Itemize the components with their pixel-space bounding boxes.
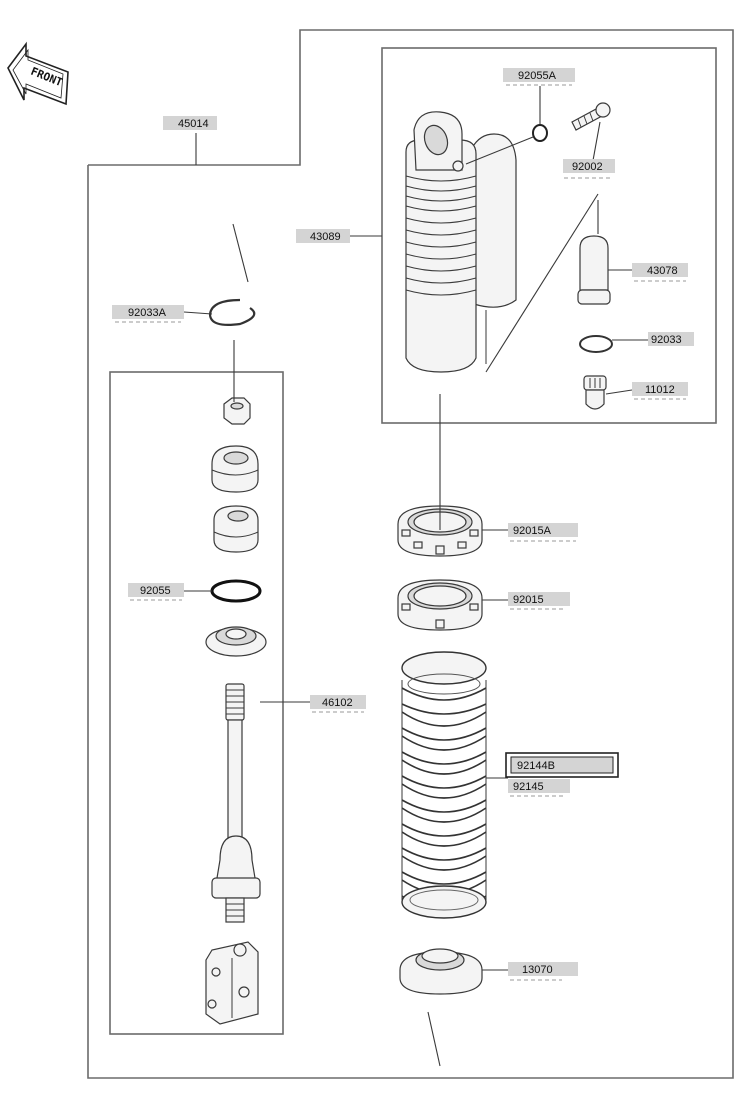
lock-nut-92015	[397, 579, 483, 631]
outer-frame	[87, 29, 734, 1079]
clevis-part	[205, 941, 259, 1025]
svg-text:92002: 92002	[572, 161, 603, 173]
leader-lines	[183, 86, 648, 1067]
svg-text:92033A: 92033A	[128, 307, 167, 319]
svg-text:92055A: 92055A	[518, 70, 557, 82]
label-43089[interactable]: 43089	[296, 229, 350, 243]
svg-text:92055: 92055	[140, 585, 171, 597]
svg-text:92015: 92015	[513, 594, 544, 606]
label-92015[interactable]: 92015	[508, 592, 570, 610]
piston-rod-part	[211, 683, 261, 923]
valve-11012	[583, 375, 607, 410]
svg-text:11012: 11012	[645, 384, 675, 396]
svg-text:92015A: 92015A	[513, 525, 552, 537]
snap-ring-92033	[579, 335, 613, 353]
cap-43078	[577, 235, 611, 305]
coil-spring-part	[401, 651, 487, 919]
label-92055a[interactable]: 92055A	[503, 68, 575, 86]
svg-text:46102: 46102	[322, 697, 353, 709]
svg-text:43078: 43078	[647, 265, 678, 277]
svg-text:92033: 92033	[651, 334, 682, 346]
bushing-lower-part	[213, 505, 259, 553]
label-13070[interactable]: 13070	[508, 962, 578, 981]
svg-text:13070: 13070	[522, 964, 553, 976]
label-92033[interactable]: 92033	[648, 332, 694, 346]
label-46102[interactable]: 46102	[310, 695, 366, 713]
spring-seat-part	[399, 948, 483, 995]
rod-assembly-frame	[109, 371, 284, 1035]
svg-text:92145: 92145	[513, 781, 544, 793]
label-11012[interactable]: 11012	[632, 382, 688, 400]
label-92002[interactable]: 92002	[563, 159, 615, 179]
label-43078[interactable]: 43078	[632, 263, 688, 282]
label-92055[interactable]: 92055	[128, 583, 184, 601]
label-92033a[interactable]: 92033A	[112, 305, 184, 323]
o-ring-92055	[210, 579, 262, 603]
seal-seat-part	[205, 626, 267, 657]
svg-text:45014: 45014	[178, 118, 209, 130]
svg-text:43089: 43089	[310, 231, 341, 243]
shock-body-part	[405, 111, 517, 373]
snap-ring-92033a	[208, 298, 256, 326]
front-arrow-icon: FRONT	[7, 41, 69, 106]
screw-92002	[571, 102, 611, 131]
label-92145[interactable]: 92145	[508, 779, 570, 797]
bushing-upper-part	[211, 445, 259, 493]
label-92015a[interactable]: 92015A	[508, 523, 578, 542]
label-45014[interactable]: 45014	[163, 116, 217, 130]
o-ring-92055a	[532, 124, 548, 142]
label-92144b-highlighted[interactable]: 92144B	[505, 752, 619, 778]
svg-text:92144B: 92144B	[517, 760, 555, 772]
nut-part	[223, 397, 251, 425]
